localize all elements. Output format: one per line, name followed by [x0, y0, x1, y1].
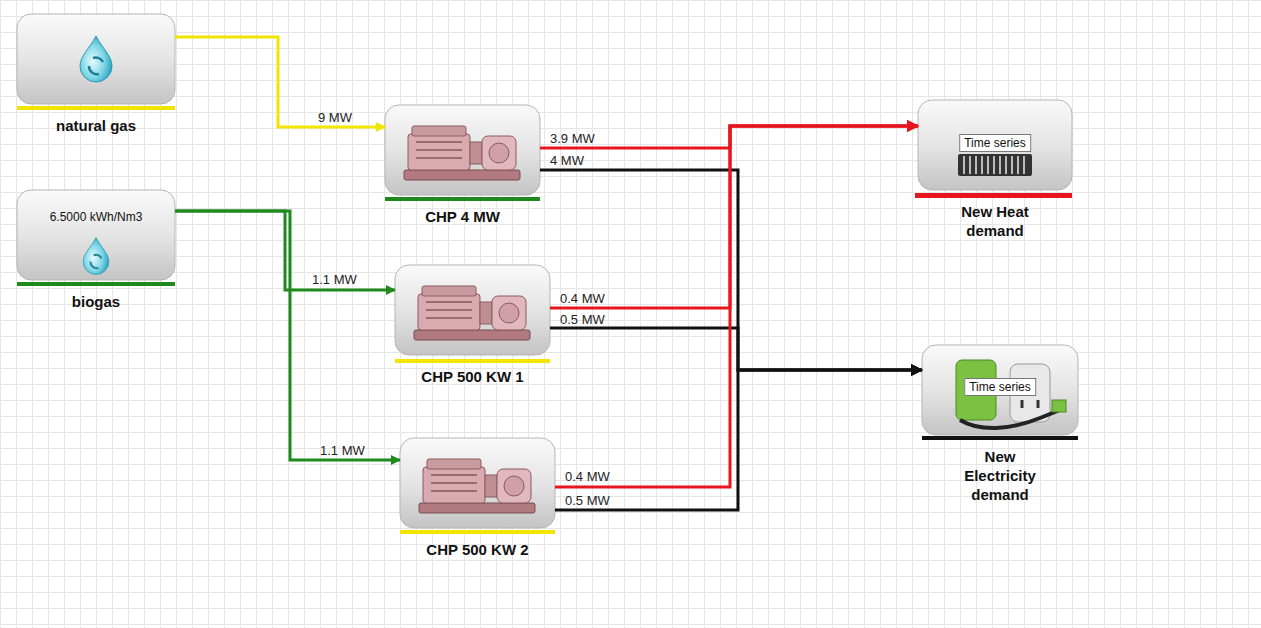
- node-label: natural gas: [16, 116, 176, 135]
- flow-connector: [175, 37, 385, 127]
- flow-value: 0.4 MW: [565, 469, 610, 484]
- flow-connector: [175, 211, 400, 460]
- gas-drop-icon: [80, 36, 112, 82]
- node-label: New Heat demand: [945, 202, 1045, 240]
- source-node: natural gas: [17, 14, 175, 104]
- fuel-value: 6.5000 kWh/Nm3: [50, 210, 143, 224]
- flow-connector: [175, 211, 395, 290]
- node-label: CHP 4 MW: [383, 207, 543, 226]
- demand-node: Time seriesNew Heat demand: [918, 100, 1072, 190]
- flow-value: 9 MW: [318, 110, 352, 125]
- time-series-tag: Time series: [959, 134, 1031, 152]
- flow-connector: [550, 328, 922, 370]
- flow-connector: [555, 370, 922, 510]
- flow-value: 1.1 MW: [312, 272, 357, 287]
- flow-value: 0.5 MW: [560, 312, 605, 327]
- flow-value: 4 MW: [550, 153, 584, 168]
- node-label: CHP 500 KW 1: [393, 367, 553, 386]
- chp-node: CHP 500 KW 1: [395, 265, 550, 355]
- node-label: biogas: [16, 292, 176, 311]
- socket-icon: [956, 360, 1066, 428]
- flow-value: 1.1 MW: [320, 443, 365, 458]
- node-label: New Electricity demand: [953, 447, 1048, 504]
- node-label: CHP 500 KW 2: [398, 540, 558, 559]
- flow-value: 0.5 MW: [565, 493, 610, 508]
- chp-engine-icon: [404, 126, 520, 180]
- status-bars: [17, 106, 1078, 534]
- demand-node: Time seriesNew Electricity demand: [922, 345, 1078, 435]
- flow-value: 0.4 MW: [560, 291, 605, 306]
- chp-engine-icon: [414, 286, 530, 340]
- gas-drop-icon: [83, 238, 109, 275]
- time-series-tag: Time series: [964, 378, 1036, 396]
- source-node: 6.5000 kWh/Nm3biogas: [17, 190, 175, 280]
- chp-engine-icon: [419, 459, 535, 513]
- chp-node: CHP 4 MW: [385, 105, 540, 195]
- flow-connector: [550, 126, 918, 308]
- chp-node: CHP 500 KW 2: [400, 438, 555, 528]
- flow-value: 3.9 MW: [550, 131, 595, 146]
- icon-boxes: [17, 14, 1078, 528]
